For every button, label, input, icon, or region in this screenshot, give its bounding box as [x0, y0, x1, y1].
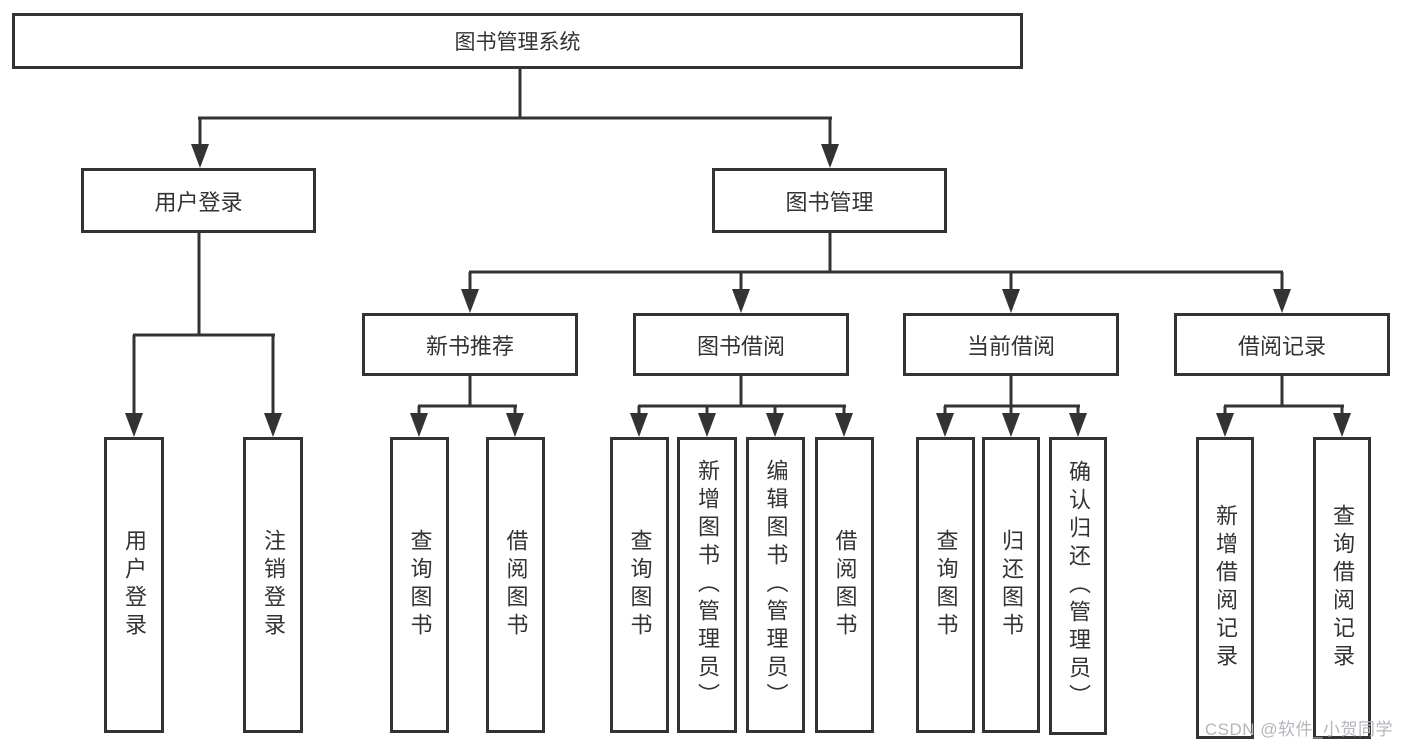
leaf-query-book-current-label: 查询图书 [933, 529, 959, 641]
leaf-query-book-recommend: 查询图书 [390, 437, 449, 733]
connector-user-login-children [125, 233, 282, 437]
leaf-return-book: 归还图书 [982, 437, 1040, 733]
connector-root-to-level2 [191, 69, 839, 168]
node-new-book-recommend-label: 新书推荐 [425, 333, 514, 359]
watermark: CSDN @软件_小贺同学 [1204, 720, 1393, 739]
connector-book-borrow-children [630, 376, 853, 437]
node-user-login-label: 用户登录 [154, 189, 243, 215]
connector-current-borrow-children [936, 376, 1087, 437]
leaf-logout-label: 注销登录 [261, 529, 286, 641]
node-book-borrow: 图书借阅 [633, 313, 849, 376]
node-borrow-records: 借阅记录 [1174, 313, 1390, 376]
leaf-query-borrow-record-label: 查询借阅记录 [1330, 504, 1355, 672]
leaf-add-borrow-record: 新增借阅记录 [1196, 437, 1254, 739]
leaf-borrow-book-label: 借阅图书 [832, 529, 858, 641]
leaf-user-login-label: 用户登录 [122, 529, 147, 641]
leaf-edit-book-admin-label: 编辑图书（管理员） [763, 459, 789, 711]
leaf-logout: 注销登录 [243, 437, 303, 733]
node-current-borrow-label: 当前借阅 [966, 333, 1055, 359]
connector-new-book-children [410, 376, 524, 437]
node-new-book-recommend: 新书推荐 [362, 313, 578, 376]
node-user-login: 用户登录 [81, 168, 316, 233]
leaf-borrow-book-recommend-label: 借阅图书 [503, 529, 529, 641]
node-book-management: 图书管理 [712, 168, 947, 233]
leaf-user-login: 用户登录 [104, 437, 164, 733]
leaf-add-book-admin: 新增图书（管理员） [677, 437, 737, 733]
connector-book-management-to-level3 [461, 233, 1291, 313]
node-book-management-label: 图书管理 [785, 189, 874, 215]
node-root: 图书管理系统 [12, 13, 1023, 69]
leaf-query-book-borrow: 查询图书 [610, 437, 669, 733]
node-current-borrow: 当前借阅 [903, 313, 1119, 376]
leaf-borrow-book: 借阅图书 [815, 437, 874, 733]
node-root-label: 图书管理系统 [454, 31, 581, 54]
leaf-confirm-return-admin: 确认归还（管理员） [1049, 437, 1107, 735]
leaf-query-book-current: 查询图书 [916, 437, 975, 733]
leaf-query-borrow-record: 查询借阅记录 [1313, 437, 1371, 739]
leaf-borrow-book-recommend: 借阅图书 [486, 437, 545, 733]
leaf-add-book-admin-label: 新增图书（管理员） [695, 459, 720, 711]
node-borrow-records-label: 借阅记录 [1237, 333, 1326, 359]
leaf-confirm-return-admin-label: 确认归还（管理员） [1066, 460, 1091, 712]
connector-records-children [1216, 376, 1351, 437]
node-book-borrow-label: 图书借阅 [696, 333, 785, 359]
leaf-query-book-borrow-label: 查询图书 [627, 529, 653, 641]
leaf-query-book-recommend-label: 查询图书 [407, 529, 433, 641]
leaf-return-book-label: 归还图书 [999, 529, 1024, 641]
leaf-edit-book-admin: 编辑图书（管理员） [746, 437, 805, 733]
leaf-add-borrow-record-label: 新增借阅记录 [1213, 504, 1238, 672]
